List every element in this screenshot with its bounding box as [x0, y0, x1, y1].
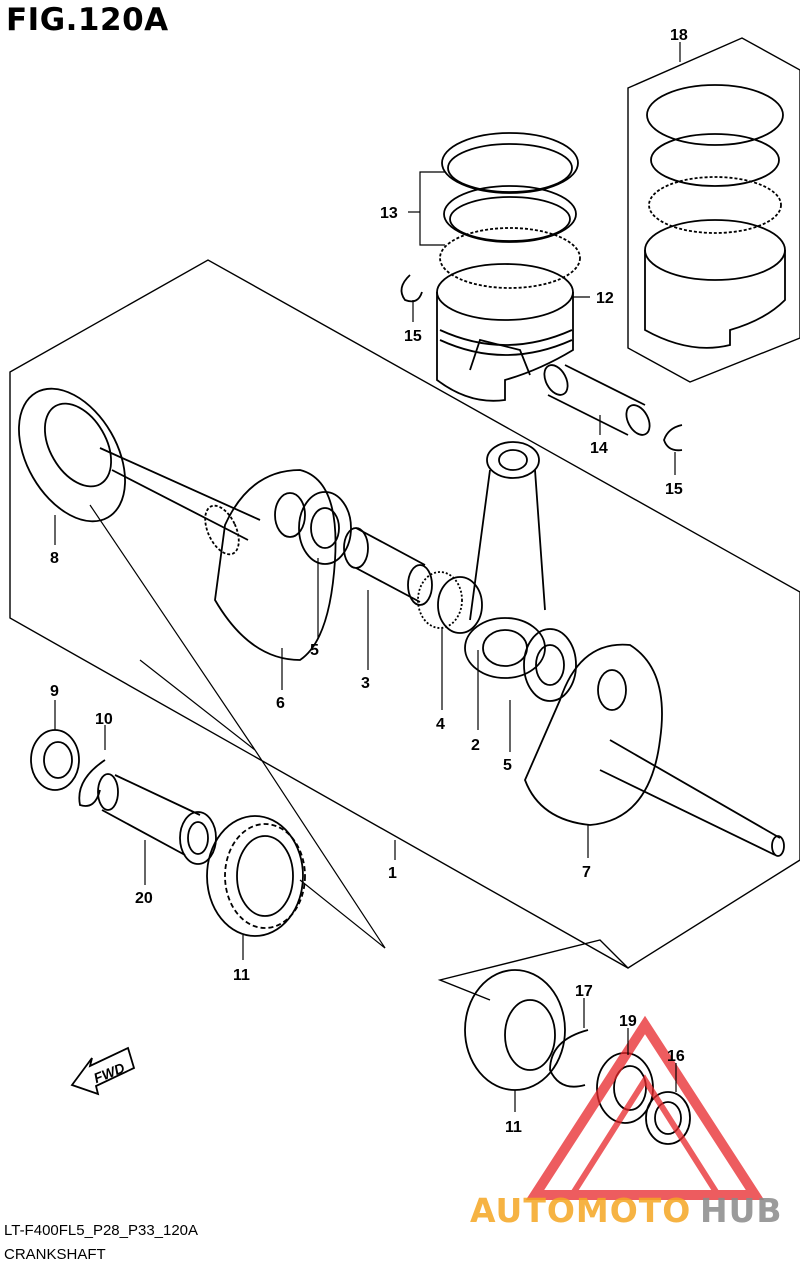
crank-left [18, 387, 337, 661]
assembly-leader-lower [437, 939, 629, 1001]
callout-18: 18 [670, 27, 688, 44]
callout-labels: 1 2 3 4 5 5 6 7 8 9 10 11 11 12 13 14 15… [50, 27, 688, 1136]
callout-14: 14 [590, 440, 608, 457]
oil-seal-16 [645, 1091, 691, 1145]
callout-10: 10 [95, 711, 113, 728]
circlip-right [663, 424, 683, 452]
connecting-rod [464, 441, 546, 679]
piston-rings [439, 132, 581, 289]
callout-11a: 11 [233, 967, 250, 984]
callout-9: 9 [50, 683, 59, 700]
callout-5a: 5 [310, 642, 319, 659]
spare-piston [644, 84, 786, 349]
figure-code: LT-F400FL5_P28_P33_120A [4, 1222, 199, 1239]
piston-pin [543, 364, 651, 436]
callout-4: 4 [436, 716, 445, 733]
callout-11b: 11 [505, 1119, 522, 1136]
callout-8: 8 [50, 550, 59, 567]
circlip-17 [549, 1029, 589, 1088]
callout-3: 3 [361, 675, 370, 692]
figure-name: CRANKSHAFT [4, 1246, 106, 1263]
callout-17: 17 [575, 983, 593, 1000]
crank-right [524, 643, 785, 857]
callout-20: 20 [135, 890, 153, 907]
circlip-10 [78, 759, 106, 807]
sleeve-20 [97, 773, 217, 865]
watermark-logo [525, 1015, 765, 1200]
callout-15b: 15 [665, 481, 683, 498]
callout-1: 1 [388, 865, 397, 882]
needle-bearing [417, 571, 483, 634]
callout-2: 2 [471, 737, 480, 754]
watermark-text-orange: AUTOMOTO [470, 1191, 691, 1230]
piston [436, 263, 574, 402]
piston-kit-outline [627, 37, 800, 383]
bearing-9 [30, 729, 80, 791]
thrust-washer-left [298, 491, 352, 565]
watermark-text-gray: HUB [700, 1191, 783, 1230]
thrust-washer-right [523, 628, 577, 702]
bearing-11-left [206, 815, 306, 937]
fwd-arrow-icon [70, 1046, 136, 1096]
callout-16: 16 [667, 1048, 685, 1065]
crank-pin [343, 527, 433, 606]
callout-6: 6 [276, 695, 285, 712]
assembly-outline [9, 259, 800, 969]
callout-19: 19 [619, 1013, 637, 1030]
figure-title: FIG.120A [6, 2, 169, 38]
circlip-upper [400, 274, 423, 303]
callout-13: 13 [380, 205, 398, 222]
callout-15a: 15 [404, 328, 422, 345]
callout-5b: 5 [503, 757, 512, 774]
callout-7: 7 [582, 864, 591, 881]
leader-lines [54, 42, 681, 1112]
callout-12: 12 [596, 290, 614, 307]
